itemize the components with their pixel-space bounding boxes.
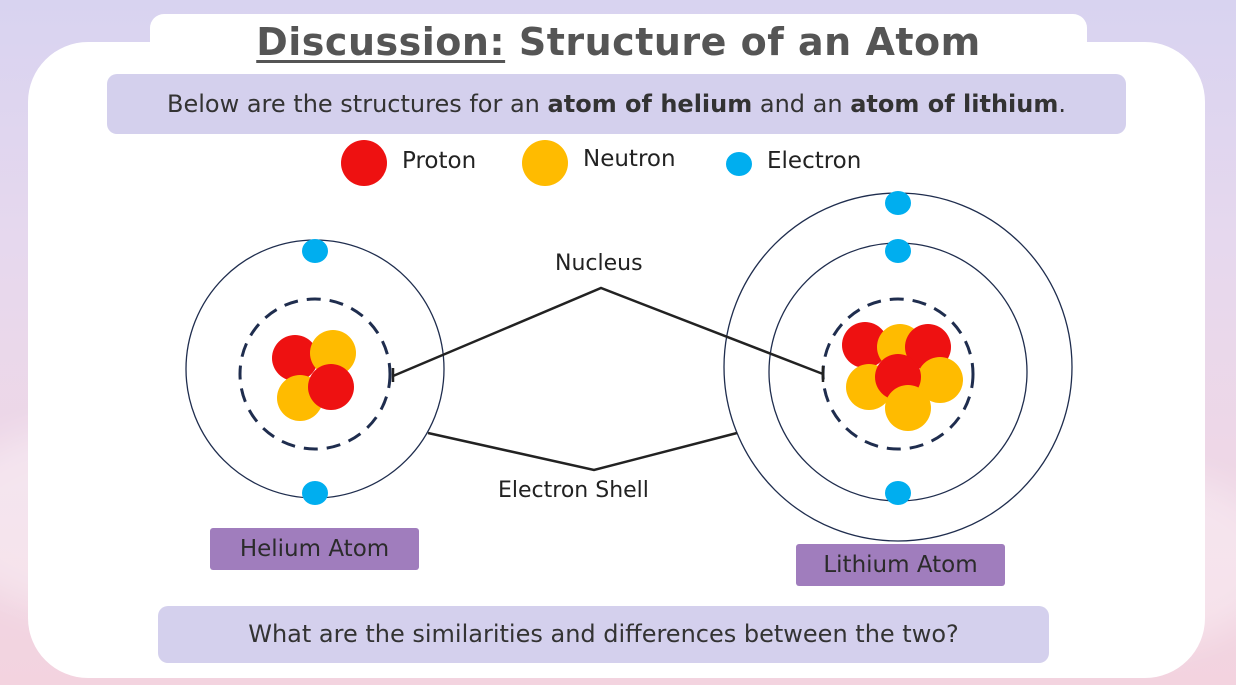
intro-text-2: and an [752,90,851,118]
intro-bold-helium: atom of helium [547,90,753,118]
legend-neutron-label: Neutron [583,146,676,172]
helium-electron [302,481,328,505]
lithium-proton [842,322,888,368]
legend-neutron-swatch [522,140,568,186]
page-title: Discussion: Structure of an Atom [150,14,1087,70]
intro-banner: Below are the structures for an atom of … [107,74,1126,134]
legend-proton-label: Proton [402,148,477,174]
lithium-electron [885,191,911,215]
title-tab [150,14,1087,84]
helium-nucleus-boundary [238,297,392,451]
legend-electron-swatch [726,152,752,176]
legend-proton-swatch [341,140,387,186]
helium-atom-label: Helium Atom [210,528,419,570]
lithium-atom-label: Lithium Atom [796,544,1005,586]
lithium-neutron [917,357,963,403]
intro-text-3: . [1058,90,1066,118]
lithium-electron [885,239,911,263]
intro-bold-lithium: atom of lithium [850,90,1059,118]
discussion-question: What are the similarities and difference… [158,606,1049,663]
content-card [28,42,1205,678]
nucleus-label: Nucleus [555,251,643,276]
electron-shell-pointer-line [427,431,738,472]
legend-electron-label: Electron [767,148,862,174]
lithium-neutron [885,385,931,431]
nucleus-pointer-line [392,286,824,378]
helium-electron [302,239,328,263]
lithium-electron [885,481,911,505]
title-prefix: Discussion: [256,20,506,64]
title-main: Structure of an Atom [518,20,981,64]
helium-proton [308,364,354,410]
intro-text-1: Below are the structures for an [167,90,548,118]
helium-proton [272,335,318,381]
helium-neutron [310,330,356,376]
electron-shell-label: Electron Shell [498,478,649,503]
